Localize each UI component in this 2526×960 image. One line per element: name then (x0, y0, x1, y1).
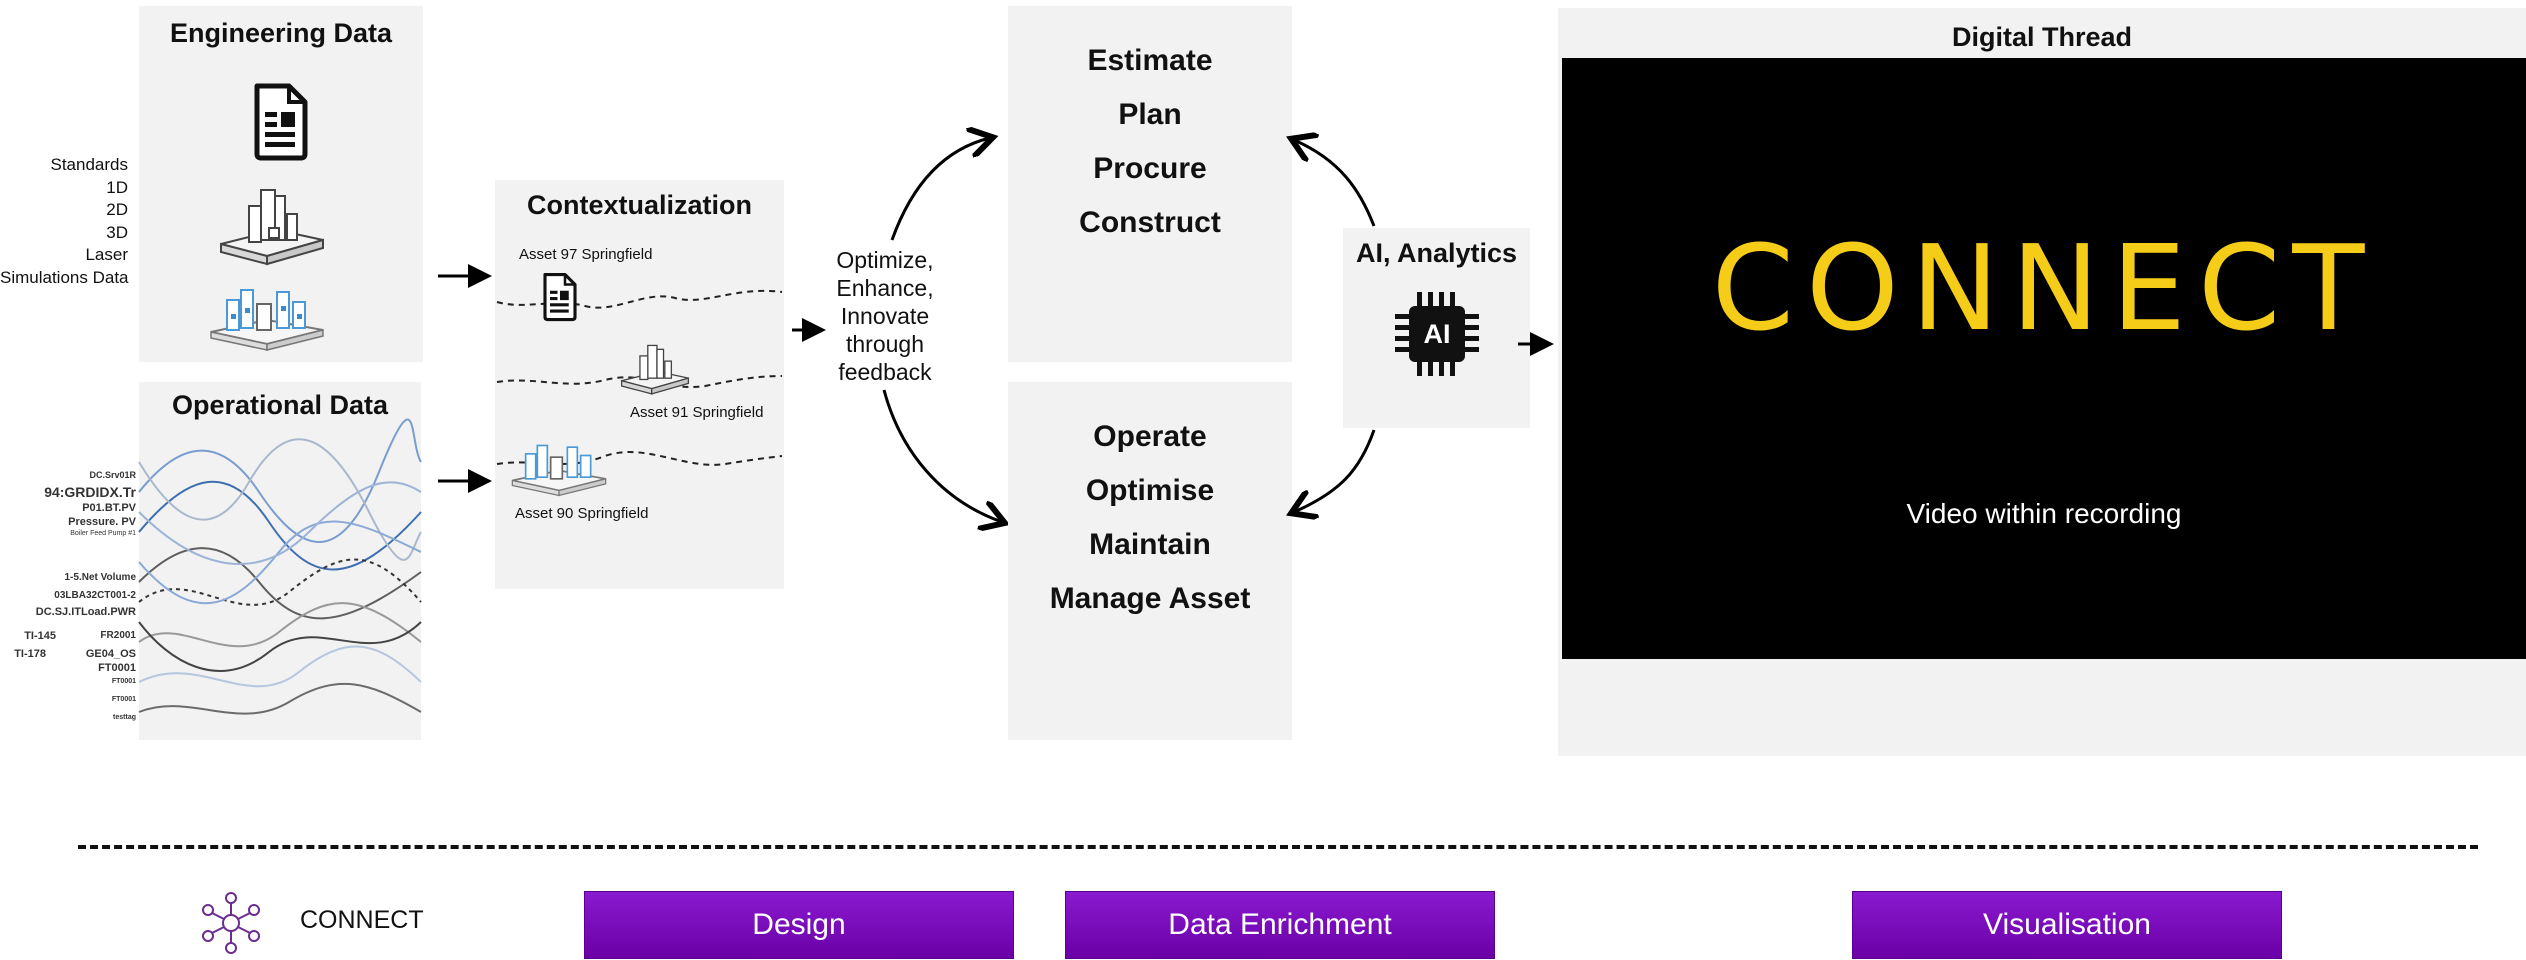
ai-analytics-panel: AI, Analytics AI (1343, 228, 1530, 428)
engineering-labels: Standards 1D 2D 3D Laser Simulations Dat… (0, 154, 129, 289)
label-3d: 3D (106, 222, 128, 242)
building-model-icon (620, 344, 690, 395)
operate-lifecycle-panel: Operate Optimise Maintain Manage Asset (1008, 382, 1292, 740)
contextualization-panel: Contextualization Asset 97 Springfield A… (495, 180, 784, 589)
asset-label: Asset 90 Springfield (515, 505, 649, 522)
ai-chip-icon: AI (1391, 288, 1483, 380)
label-1d: 1D (106, 177, 128, 197)
engineering-data-panel: Engineering Data (139, 6, 423, 362)
tag: Boiler Feed Pump #1 (70, 530, 136, 537)
stage-manage-asset: Manage Asset (1049, 582, 1251, 615)
asset-label: Asset 91 Springfield (630, 404, 764, 421)
feedback-line: feedback (838, 359, 932, 385)
tag: testtag (113, 714, 136, 721)
tag: FT0001 (111, 696, 136, 703)
feedback-line: Enhance, (836, 275, 934, 301)
feedback-arrows (882, 120, 1030, 540)
stage-estimate: Estimate (1087, 44, 1213, 77)
video-player[interactable]: CONNECT Video within recording (1562, 58, 2526, 659)
arrows-to-context (438, 264, 492, 493)
document-icon (543, 272, 577, 322)
tag: GE04_OS (85, 648, 136, 660)
label-laser: Laser (85, 245, 128, 264)
ai-feedback-arrows (1280, 120, 1376, 540)
feedback-line: through (845, 331, 924, 357)
digital-thread-title: Digital Thread (1951, 22, 2133, 52)
design-button[interactable]: Design (584, 891, 1014, 959)
stage-optimise: Optimise (1085, 474, 1215, 507)
tag: 94:GRDIDX.Tr (44, 484, 136, 500)
ai-analytics-title: AI, Analytics (1355, 238, 1518, 268)
tag: FT0001 (98, 662, 136, 674)
trend-lines (138, 418, 422, 715)
feedback-line: Optimize, (836, 247, 934, 273)
stage-plan: Plan (1118, 98, 1182, 131)
label-standards: Standards (50, 155, 129, 174)
tag: 03LBA32CT001-2 (54, 590, 136, 601)
stage-construct: Construct (1079, 206, 1221, 239)
tag: FT0001 (111, 678, 136, 685)
footer-brand: CONNECT (300, 906, 424, 934)
tag: 1-5.Net Volume (64, 572, 137, 583)
asset-label: Asset 97 Springfield (519, 246, 653, 263)
data-enrichment-button[interactable]: Data Enrichment (1065, 891, 1495, 959)
visualisation-button[interactable]: Visualisation (1852, 891, 2282, 959)
digital-thread-panel: Digital Thread CONNECT Video within reco… (1558, 8, 2526, 756)
tag: DC.Srv01R (89, 470, 136, 480)
design-lifecycle-panel: Estimate Plan Procure Construct (1008, 6, 1292, 362)
arrow-to-feedback (792, 318, 826, 342)
context-links (496, 289, 783, 466)
feedback-line: Innovate (840, 303, 930, 329)
tag: TI-145 (24, 630, 56, 642)
arrow-to-digital-thread (1518, 332, 1554, 356)
section-divider (78, 845, 2478, 849)
video-caption: Video within recording (1906, 498, 2182, 529)
city-model-icon (210, 289, 324, 351)
operational-data-panel: Operational Data (138, 382, 422, 740)
tag: TI-178 (14, 648, 46, 660)
label-2d: 2D (106, 200, 128, 219)
stage-procure: Procure (1093, 152, 1207, 185)
tag: P01.BT.PV (82, 502, 136, 514)
operational-data-title: Operational Data (171, 390, 389, 420)
contextualization-title: Contextualization (526, 190, 752, 220)
building-model-icon (220, 189, 324, 266)
city-model-icon (511, 444, 607, 497)
engineering-data-title: Engineering Data (169, 18, 393, 48)
stage-operate: Operate (1093, 420, 1207, 453)
ai-chip-label: AI (1423, 318, 1451, 349)
network-icon (202, 892, 260, 954)
tag: Pressure. PV (68, 516, 136, 528)
feedback-text: Optimize, Enhance, Innovate through feed… (820, 246, 950, 386)
connect-logo: CONNECT (1711, 219, 2377, 357)
label-simulations: Simulations Data (0, 267, 129, 287)
document-icon (254, 83, 308, 161)
stage-maintain: Maintain (1089, 528, 1211, 561)
tag: DC.SJ.ITLoad.PWR (35, 606, 136, 618)
tag: FR2001 (100, 630, 136, 641)
